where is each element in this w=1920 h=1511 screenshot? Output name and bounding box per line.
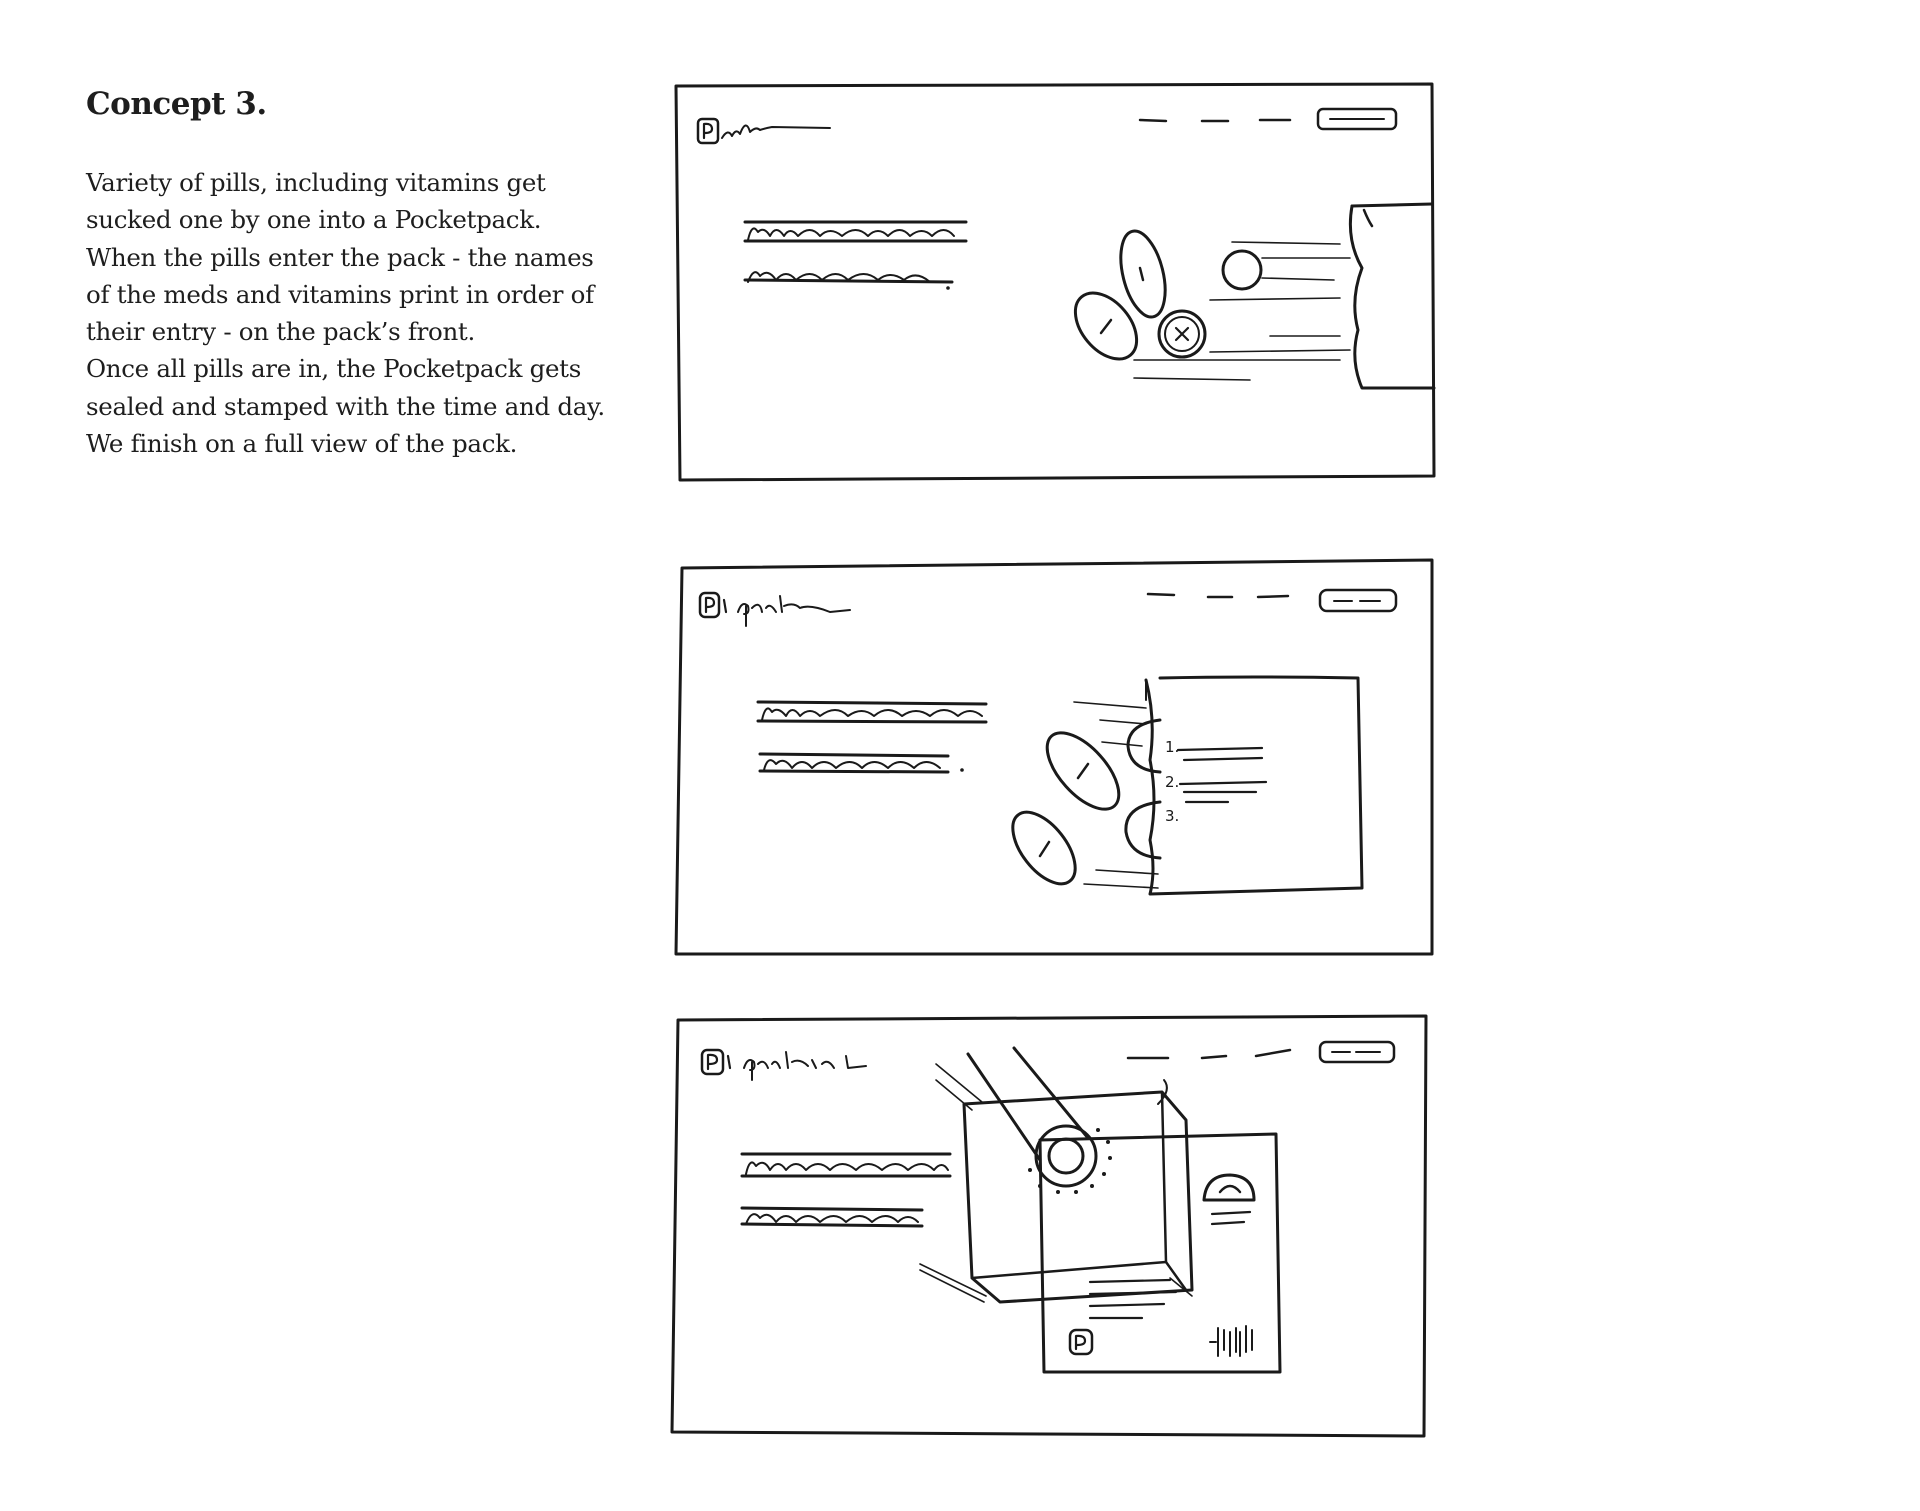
description-line: Variety of pills, including vitamins get xyxy=(86,168,546,197)
description-line: sealed and stamped with the time and day… xyxy=(86,391,605,421)
nav-button-sketch xyxy=(1318,1040,1396,1064)
pack-list-number: 1. xyxy=(1165,738,1179,756)
pack-list-number: 3. xyxy=(1165,807,1179,825)
pill-sketch xyxy=(1119,229,1167,319)
pill-sketch xyxy=(1157,309,1207,359)
nav-sketch xyxy=(1146,592,1290,599)
pill-sketch xyxy=(1126,718,1162,774)
description-line: Once all pills are in, the Pocketpack ge… xyxy=(86,354,581,384)
pill-sketch xyxy=(1221,249,1263,291)
description-line: sucked one by one into a Pocketpack. xyxy=(86,205,542,235)
nav-button-sketch xyxy=(1318,588,1398,613)
logo-sketch xyxy=(696,117,831,145)
description-line: When the pills enter the pack - the name… xyxy=(86,242,594,272)
nav-sketch xyxy=(1138,118,1292,123)
description-line: of the meds and vitamins print in order … xyxy=(86,279,594,309)
pill-sketch xyxy=(1011,810,1077,886)
pill-sketch xyxy=(1124,800,1162,860)
storyboard-frame-1 xyxy=(674,82,1436,482)
headline-sketch xyxy=(756,700,988,774)
pocketpack-sketch xyxy=(1038,1132,1282,1374)
pocketpack-sketch xyxy=(1348,202,1436,390)
pack-list-number: 2. xyxy=(1165,773,1179,791)
storyboard-frame-2: 1. 2. 3. xyxy=(674,558,1434,956)
nav-sketch xyxy=(1126,1048,1292,1060)
motion-lines xyxy=(1073,701,1159,889)
description-line: We finish on a full view of the pack. xyxy=(86,429,518,459)
frame-border xyxy=(674,558,1434,956)
pill-sketch xyxy=(1045,731,1121,811)
pocketpack-sketch: 1. 2. 3. xyxy=(1144,675,1364,896)
stamp-machine-sketch xyxy=(919,1046,1194,1304)
description-line: their entry - on the pack’s front. xyxy=(86,317,475,347)
concept-description: Variety of pills, including vitamins get… xyxy=(86,164,626,462)
frame-border xyxy=(674,82,1436,482)
pill-sketch xyxy=(1073,291,1139,361)
logo-sketch xyxy=(698,591,851,627)
storyboard-frame-3 xyxy=(670,1014,1428,1438)
logo-sketch xyxy=(700,1048,867,1081)
concept-title: Concept 3. xyxy=(86,86,267,122)
headline-sketch xyxy=(740,1152,952,1228)
nav-button-sketch xyxy=(1316,107,1398,131)
frame-border xyxy=(670,1014,1428,1438)
headline-sketch xyxy=(743,220,968,290)
motion-lines xyxy=(1133,241,1351,381)
